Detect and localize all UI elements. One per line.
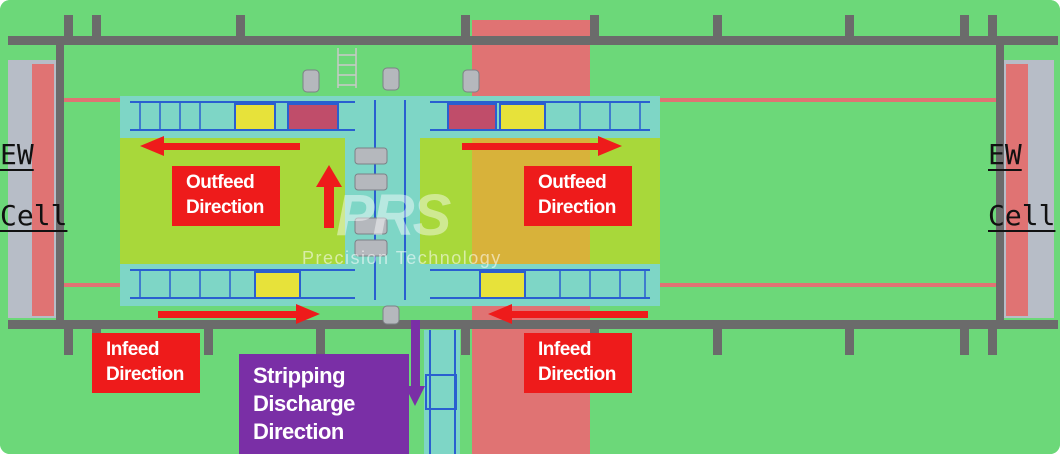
label-infeed-right: Infeed Direction	[524, 333, 632, 393]
central-station	[345, 96, 420, 306]
label-ew-right-line2: Cell	[988, 199, 1056, 232]
label-infeed-right-line1: Infeed	[538, 339, 591, 360]
wall-bottom	[8, 320, 1058, 329]
watermark-logo: PRS	[336, 183, 451, 248]
label-infeed-left-line2: Direction	[106, 364, 184, 385]
fixtures	[234, 103, 546, 299]
label-infeed-left-line1: Infeed	[106, 339, 159, 360]
label-ew-right-line1: EW	[988, 138, 1022, 171]
label-ew-cell-left: EW Cell	[0, 140, 67, 231]
label-outfeed-right: Outfeed Direction	[524, 166, 632, 226]
label-stripping-line1: Stripping	[253, 363, 346, 388]
label-stripping-line3: Direction	[253, 419, 344, 444]
label-outfeed-right-line2: Direction	[538, 197, 616, 218]
label-outfeed-left-line1: Outfeed	[186, 172, 255, 193]
label-outfeed-right-line1: Outfeed	[538, 172, 607, 193]
wall-top	[8, 36, 1058, 45]
label-outfeed-left-line2: Direction	[186, 197, 264, 218]
label-ew-left-line1: EW	[0, 138, 34, 171]
label-ew-cell-right: EW Cell	[988, 140, 1055, 231]
label-infeed-left: Infeed Direction	[92, 333, 200, 393]
discharge-arrow	[405, 320, 425, 406]
label-stripping-discharge: Stripping Discharge Direction	[239, 354, 409, 454]
direction-arrows	[140, 136, 648, 324]
label-infeed-right-line2: Direction	[538, 364, 616, 385]
robots	[302, 67, 480, 325]
label-outfeed-left: Outfeed Direction	[172, 166, 280, 226]
label-stripping-line2: Discharge	[253, 391, 355, 416]
label-ew-left-line2: Cell	[0, 199, 68, 232]
watermark-tagline: Precision Technology	[302, 248, 502, 268]
